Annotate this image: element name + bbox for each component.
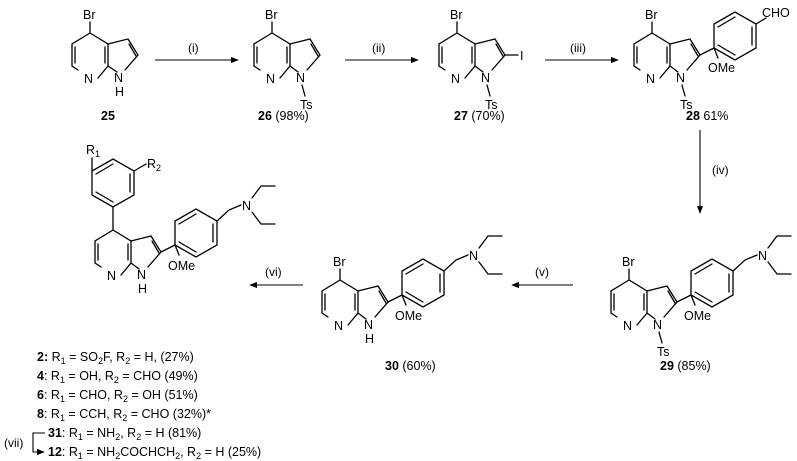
pyridine-nitrogen: N — [623, 319, 632, 333]
compound-28-label: 28 61% — [686, 109, 728, 123]
pyrrole-nitrogen: N — [137, 268, 146, 282]
condition-v: (v) — [535, 265, 549, 279]
compound-27-structure: Br N N I Ts — [438, 8, 523, 112]
pyridine-nitrogen: N — [266, 72, 275, 86]
tosyl-group: Ts — [300, 98, 313, 112]
pyrrole-nitrogen: N — [481, 71, 490, 85]
compound-26-structure: Br N N Ts — [253, 8, 321, 112]
compound-28-structure: Br N N Ts CHO OMe — [633, 6, 790, 112]
compound-26-label: 26 (98%) — [258, 109, 309, 123]
amine-nitrogen: N — [242, 199, 251, 213]
pyrrole-nitrogen: N — [364, 318, 373, 332]
compound-25-structure: Br N N H — [71, 8, 139, 99]
methoxy-group: OMe — [395, 309, 422, 323]
nh-hydrogen: H — [115, 85, 124, 99]
final-product-structure: R1 R2 N N H N OMe — [86, 143, 276, 296]
compound-29-structure: Br N N Ts N OMe — [610, 235, 792, 359]
iodine-atom: I — [520, 49, 523, 63]
product-2: 2: R1 = SO2F, R2 = H, (27%) — [37, 350, 194, 366]
pyrrole-nitrogen: N — [653, 318, 662, 332]
pyrrole-nitrogen: N — [676, 71, 685, 85]
bromine-atom: Br — [622, 255, 635, 269]
condition-vii: (vii) — [4, 436, 23, 450]
product-6: 6: R1 = CHO, R2 = OH (51%) — [37, 388, 198, 404]
pyrrole-nitrogen: N — [296, 71, 305, 85]
compound-30-structure: Br N N H N OMe — [321, 235, 503, 346]
tosyl-group: Ts — [657, 345, 670, 359]
nh-hydrogen: H — [138, 282, 147, 296]
amine-nitrogen: N — [758, 249, 767, 263]
product-4: 4: R1 = OH, R2 = CHO (49%) — [37, 369, 198, 385]
pyridine-nitrogen: N — [646, 72, 655, 86]
compound-30-label: 30 (60%) — [385, 359, 436, 373]
product-list: 2: R1 = SO2F, R2 = H, (27%) 4: R1 = OH, … — [37, 350, 261, 461]
bromine-atom: Br — [265, 8, 278, 22]
pyridine-nitrogen: N — [84, 72, 93, 86]
bromine-atom: Br — [83, 8, 96, 22]
condition-vi: (vi) — [265, 265, 282, 279]
compound-25-label: 25 — [101, 109, 115, 123]
compound-27-label: 27 (70%) — [454, 109, 505, 123]
pyridine-nitrogen: N — [334, 319, 343, 333]
compound-29-label: 29 (85%) — [660, 359, 711, 373]
arrow-step-vii — [32, 432, 45, 456]
bromine-atom: Br — [333, 255, 346, 269]
r2-substituent: R2 — [147, 157, 161, 173]
condition-iii: (iii) — [570, 41, 586, 55]
methoxy-group: OMe — [684, 309, 711, 323]
condition-iv: (iv) — [712, 163, 729, 177]
product-12: 12: R1 = NH2COCHCH2, R2 = H (25%) — [48, 445, 261, 461]
pyridine-nitrogen: N — [107, 269, 116, 283]
methoxy-group: OMe — [708, 61, 735, 75]
bromine-atom: Br — [450, 8, 463, 22]
pyrrole-nitrogen: N — [114, 71, 123, 85]
tosyl-group: Ts — [680, 98, 693, 112]
condition-i: (i) — [188, 41, 199, 55]
bromine-atom: Br — [645, 8, 658, 22]
product-8: 8: R1 = CCH, R2 = CHO (32%)* — [37, 407, 211, 423]
aldehyde-group: CHO — [762, 6, 790, 20]
product-31: 31: R1 = NH2, R2 = H (81%) — [48, 426, 201, 442]
nh-hydrogen: H — [365, 332, 374, 346]
pyridine-nitrogen: N — [451, 72, 460, 86]
amine-nitrogen: N — [469, 249, 478, 263]
r1-substituent: R1 — [86, 143, 100, 159]
methoxy-group: OMe — [168, 259, 195, 273]
condition-ii: (ii) — [372, 41, 385, 55]
tosyl-group: Ts — [485, 98, 498, 112]
